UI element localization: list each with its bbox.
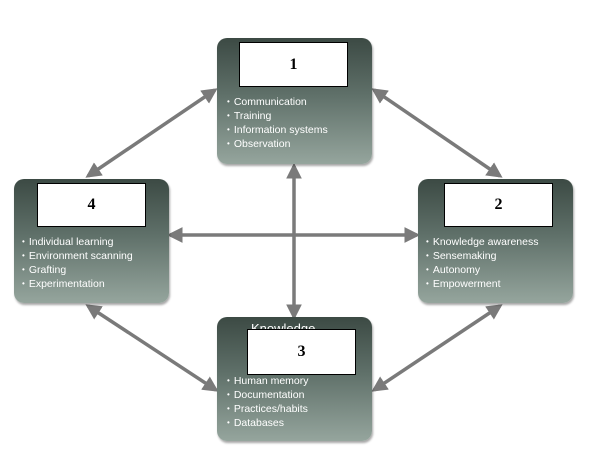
- list-item: Human memory: [227, 374, 309, 388]
- node-3: Knowledge 3 Human memory Documentation P…: [217, 317, 372, 441]
- list-item: Practices/habits: [227, 402, 309, 416]
- list-item: Training: [227, 109, 328, 123]
- arrow-node2-node3: [371, 304, 503, 392]
- list-item: Communication: [227, 95, 328, 109]
- arrow-node4-node3: [85, 304, 219, 392]
- list-item: Sensemaking: [426, 249, 538, 263]
- list-item: Databases: [227, 416, 309, 430]
- arrow-node1-node4: [85, 88, 218, 178]
- node-3-number-box: 3: [247, 329, 356, 375]
- list-item: Observation: [227, 137, 328, 151]
- node-3-items: Human memory Documentation Practices/hab…: [227, 374, 309, 430]
- node-4-number-box: 4: [37, 183, 146, 227]
- list-item: Documentation: [227, 388, 309, 402]
- list-item: Environment scanning: [22, 249, 133, 263]
- node-4-items: Individual learning Environment scanning…: [22, 235, 133, 291]
- node-1: 1 Communication Training Information sys…: [217, 38, 372, 164]
- list-item: Empowerment: [426, 277, 538, 291]
- list-item: Individual learning: [22, 235, 133, 249]
- node-2: 2 Knowledge awareness Sensemaking Autono…: [418, 179, 573, 303]
- list-item: Knowledge awareness: [426, 235, 539, 249]
- list-item: Grafting: [22, 263, 133, 277]
- list-item: Autonomy: [426, 263, 538, 277]
- node-4: 4 Individual learning Environment scanni…: [14, 179, 169, 303]
- list-item: Experimentation: [22, 277, 133, 291]
- node-2-number-box: 2: [444, 183, 553, 227]
- node-2-items: Knowledge awareness Sensemaking Autonomy…: [426, 235, 539, 291]
- list-item: Information systems: [227, 123, 328, 137]
- node-1-items: Communication Training Information syste…: [227, 95, 328, 151]
- node-1-number-box: 1: [239, 42, 348, 87]
- arrow-node1-node2: [371, 88, 503, 178]
